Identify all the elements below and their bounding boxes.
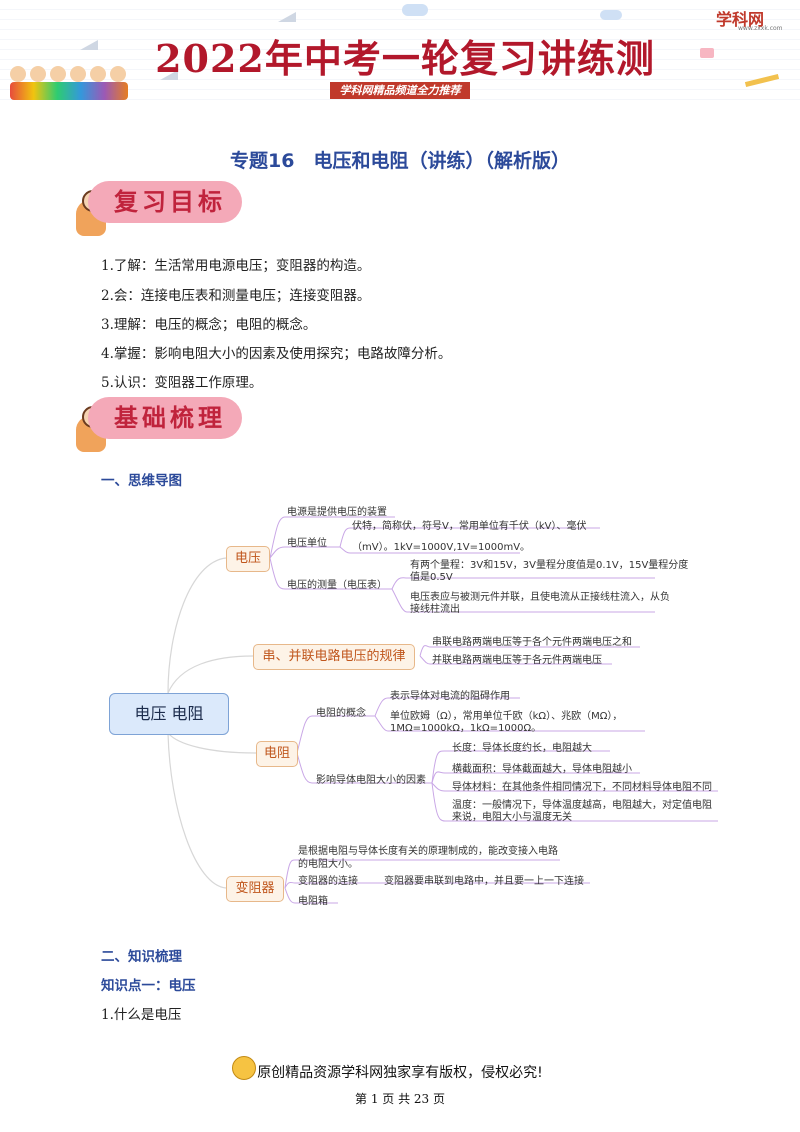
mindmap-node-resistance[interactable]: 电阻 bbox=[256, 741, 298, 767]
mindmap-leaf: 来说，电阻大小与温度无关 bbox=[452, 812, 572, 823]
kid-illustration bbox=[70, 66, 86, 82]
mindmap-leaf: 横截面积：导体截面越大，导体电阻越小 bbox=[452, 764, 632, 775]
kid-illustration bbox=[30, 66, 46, 82]
mindmap-leaf: 串联电路两端电压等于各个元件两端电压之和 bbox=[432, 637, 632, 648]
goal-item: 5.认识：变阻器工作原理。 bbox=[101, 375, 263, 391]
mindmap-leaf: 是根据电阻与导体长度有关的原理制成的，能改变接入电路 bbox=[298, 846, 558, 857]
paper-plane-icon bbox=[278, 12, 296, 22]
mindmap-leaf: 伏特，简称伏，符号V，常用单位有千伏（kV）、毫伏 bbox=[352, 521, 587, 532]
goal-item: 2.会：连接电压表和测量电压；连接变阻器。 bbox=[101, 288, 371, 304]
mindmap-leaf: 电压表应与被测元件并联，且使电流从正接线柱流入，从负 bbox=[410, 592, 670, 603]
mindmap-leaf: 影响导体电阻大小的因素 bbox=[316, 775, 426, 786]
kid-illustration bbox=[110, 66, 126, 82]
knowledge-heading: 二、知识梳理 bbox=[101, 949, 182, 965]
section-badge-review-goals: 复习目标 bbox=[88, 181, 242, 223]
mindmap-leaf: 值是0.5V bbox=[410, 572, 453, 583]
mindmap-node-rheostat[interactable]: 变阻器 bbox=[226, 876, 284, 902]
mindmap-leaf: 电压单位 bbox=[287, 538, 327, 549]
paper-plane-icon bbox=[80, 40, 98, 50]
kid-illustration bbox=[50, 66, 66, 82]
paper-plane-icon bbox=[160, 70, 178, 80]
mindmap-leaf: （mV）。1kV=1000V,1V=1000mV。 bbox=[352, 542, 531, 553]
mindmap-leaf: 电阻箱 bbox=[298, 896, 328, 907]
cloud-icon bbox=[402, 4, 428, 16]
mindmap-leaf: 表示导体对电流的阻碍作用 bbox=[390, 691, 510, 702]
cloud-icon bbox=[600, 10, 622, 20]
bee-mascot-icon bbox=[232, 1056, 256, 1080]
mindmap-root-node[interactable]: 电压 电阻 bbox=[109, 693, 229, 735]
mindmap-heading: 一、思维导图 bbox=[101, 473, 182, 489]
mindmap-leaf: 变阻器要串联到电路中，并且要一上一下连接 bbox=[384, 876, 584, 887]
mindmap-leaf: 并联电路两端电压等于各元件两端电压 bbox=[432, 655, 602, 666]
knowledge-point-heading: 知识点一：电压 bbox=[101, 978, 196, 994]
mindmap-connectors bbox=[167, 516, 718, 904]
kids-clothes bbox=[10, 82, 128, 100]
mindmap-leaf: 温度：一般情况下，导体温度越高，电阻越大，对定值电阻 bbox=[452, 800, 712, 811]
copyright-notice: 原创精品资源学科网独家享有版权，侵权必究! bbox=[257, 1065, 543, 1081]
document-title: 专题16 电压和电阻（讲练）（解析版） bbox=[230, 150, 570, 172]
mindmap-leaf: 变阻器的连接 bbox=[298, 876, 358, 887]
mindmap-leaf: 电压的测量（电压表） bbox=[287, 580, 387, 591]
mindmap-leaf: 电源是提供电压的装置 bbox=[287, 507, 387, 518]
mindmap-node-voltage[interactable]: 电压 bbox=[226, 546, 270, 572]
page-number: 第 1 页 共 23 页 bbox=[355, 1092, 445, 1106]
kid-illustration bbox=[10, 66, 26, 82]
mindmap-leaf: 的电阻大小。 bbox=[298, 859, 358, 870]
banner-title: 2022年中考一轮复习讲练测 bbox=[155, 36, 655, 81]
mindmap-leaf: 1MΩ=1000kΩ，1kΩ=1000Ω。 bbox=[390, 723, 542, 734]
site-url: www.zxxk.com bbox=[738, 25, 783, 32]
mindmap-leaf: 有两个量程：3V和15V，3V量程分度值是0.1V，15V量程分度 bbox=[410, 560, 689, 571]
mindmap-leaf: 电阻的概念 bbox=[316, 708, 366, 719]
section-badge-basics: 基础梳理 bbox=[88, 397, 242, 439]
mindmap-leaf: 接线柱流出 bbox=[410, 604, 460, 615]
kid-illustration bbox=[90, 66, 106, 82]
goal-item: 4.掌握：影响电阻大小的因素及使用探究；电路故障分析。 bbox=[101, 346, 452, 362]
knowledge-item: 1.什么是电压 bbox=[101, 1007, 182, 1023]
eraser-icon bbox=[700, 48, 714, 58]
goal-item: 3.理解：电压的概念；电阻的概念。 bbox=[101, 317, 317, 333]
banner-subtitle: 学科网精品频道全力推荐 bbox=[330, 82, 470, 99]
goal-item: 1.了解：生活常用电源电压；变阻器的构造。 bbox=[101, 258, 371, 274]
mindmap-node-voltage-law[interactable]: 串、并联电路电压的规律 bbox=[253, 644, 415, 670]
mindmap-leaf: 长度：导体长度约长，电阻越大 bbox=[452, 743, 592, 754]
mindmap-leaf: 单位欧姆（Ω），常用单位千欧（kΩ）、兆欧（MΩ）， bbox=[390, 711, 623, 722]
site-logo[interactable]: 学科网 bbox=[716, 10, 765, 29]
mindmap-leaf: 导体材料：在其他条件相同情况下，不同材料导体电阻不同 bbox=[452, 782, 712, 793]
